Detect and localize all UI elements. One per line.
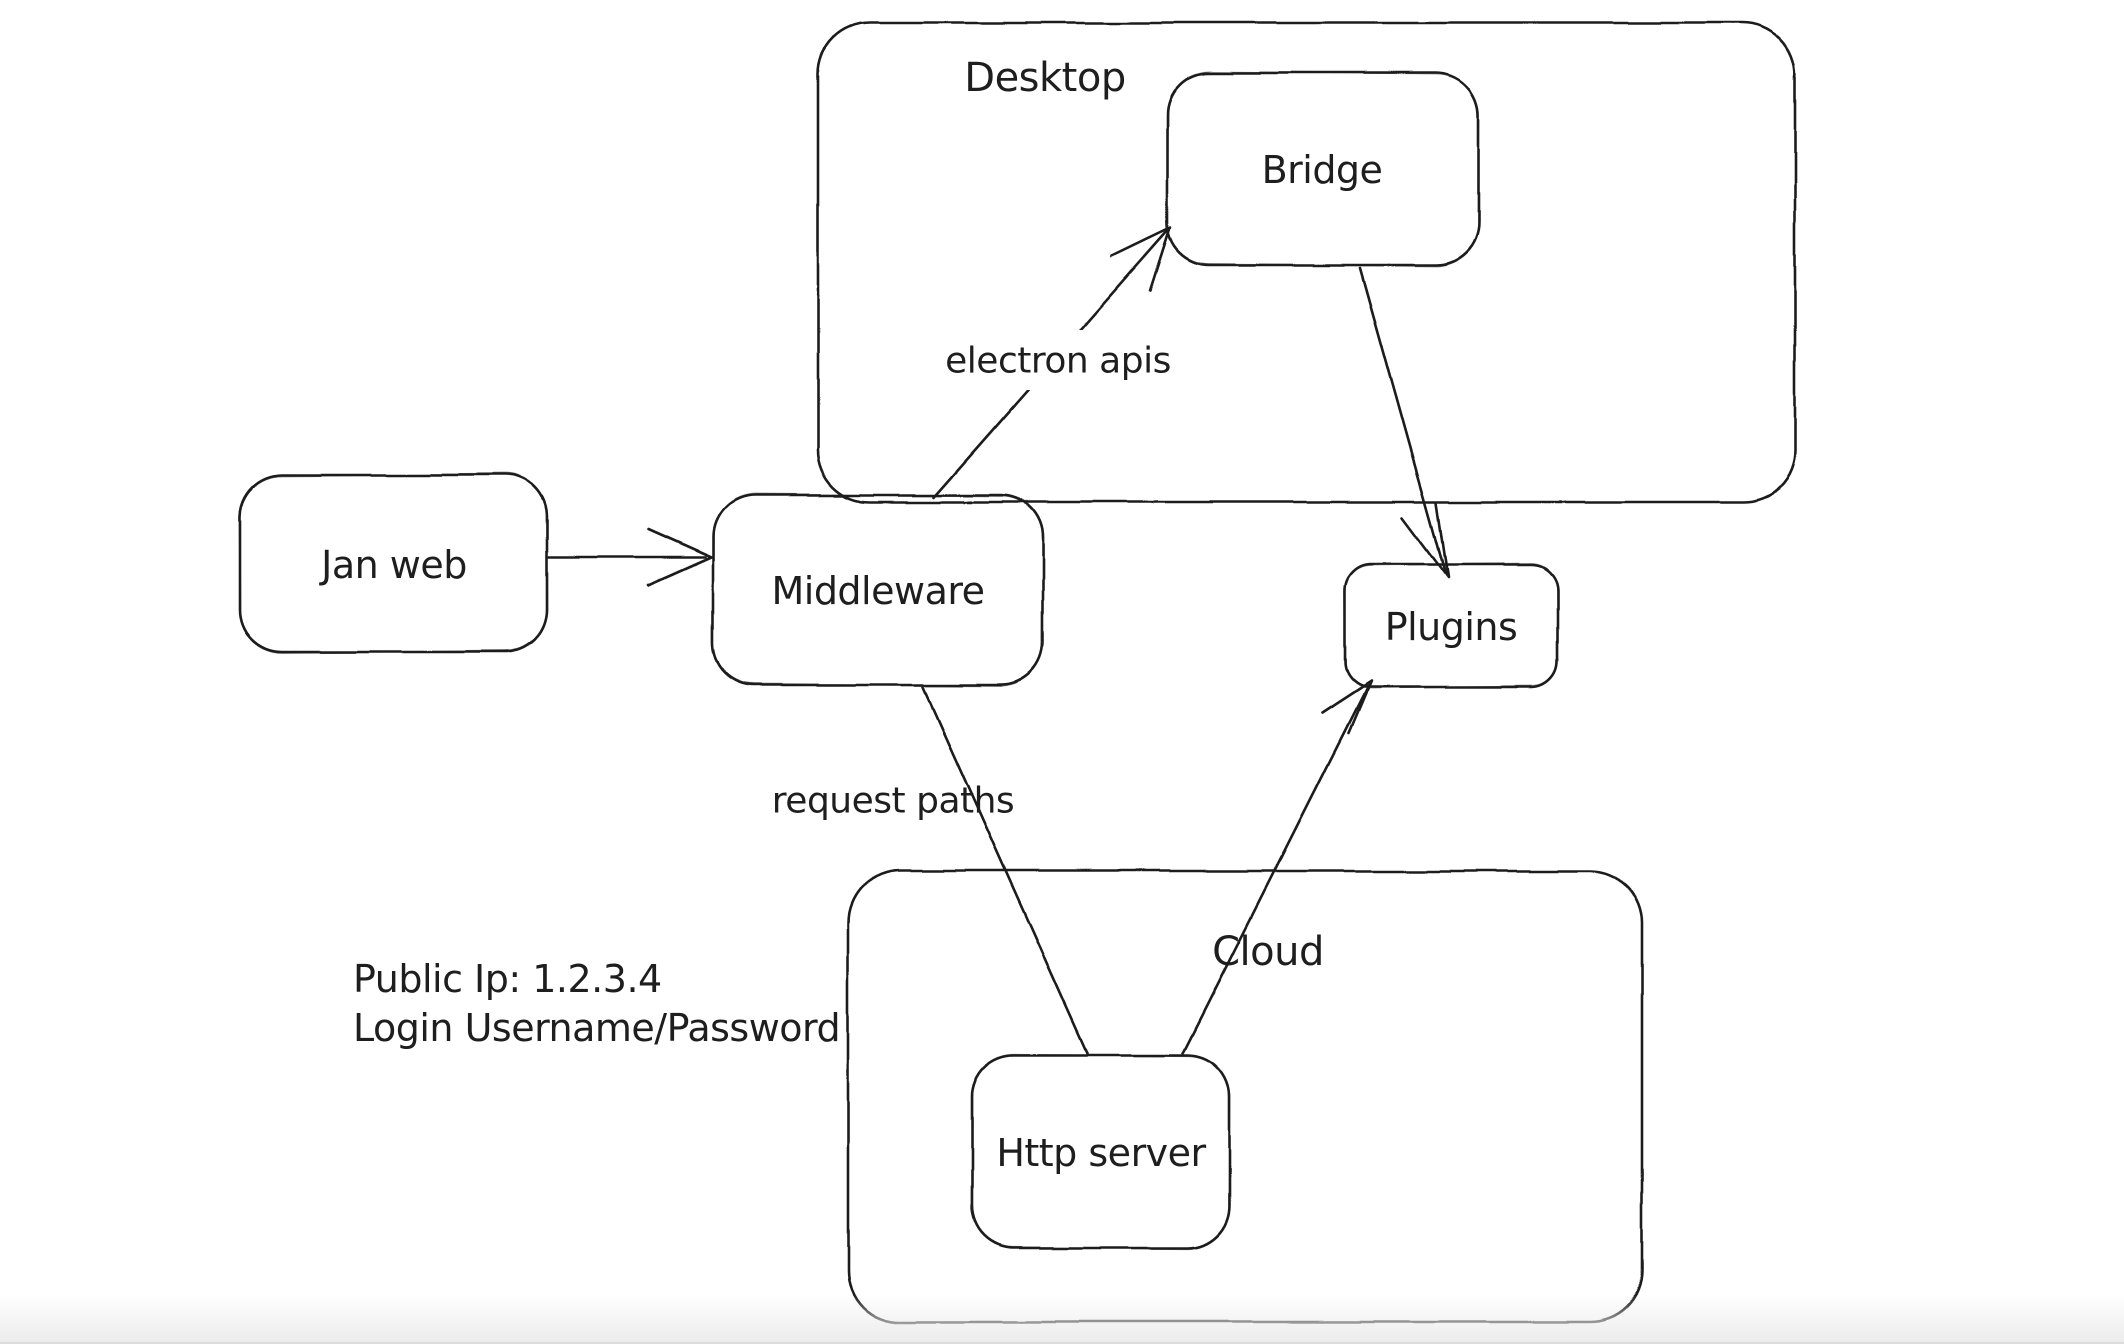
http-server-box-echo xyxy=(970,1053,1232,1250)
line-middleware-to-http-server[interactable] xyxy=(921,685,1089,1055)
node-plugins[interactable] xyxy=(1343,563,1559,689)
arrow-bridge-to-plugins[interactable] xyxy=(1358,266,1450,580)
node-middleware[interactable] xyxy=(711,493,1045,687)
desktop-label[interactable]: Desktop xyxy=(964,55,1126,101)
arrow-shaft xyxy=(1358,266,1447,574)
public-ip-note[interactable]: Public Ip: 1.2.3.4 xyxy=(353,957,662,1001)
node-http-server[interactable] xyxy=(970,1053,1232,1250)
middleware-box-echo xyxy=(711,493,1045,687)
arrow-jan-web-to-middleware[interactable] xyxy=(546,527,713,587)
container-desktop[interactable] xyxy=(816,21,1797,504)
cloud-label[interactable]: Cloud xyxy=(1212,929,1324,975)
bridge-box-echo xyxy=(1165,71,1480,267)
arrow-shaft xyxy=(1181,684,1370,1055)
bridge-label[interactable]: Bridge xyxy=(1262,148,1383,192)
middleware-label[interactable]: Middleware xyxy=(771,569,985,613)
plugins-box-echo xyxy=(1343,563,1559,689)
login-credentials-note[interactable]: Login Username/Password xyxy=(353,1006,841,1050)
electron-apis-label-bg xyxy=(922,330,1200,390)
plugins-label[interactable]: Plugins xyxy=(1385,605,1518,649)
arrowhead xyxy=(1320,679,1373,735)
arrow-shaft xyxy=(921,685,1089,1055)
arrowhead xyxy=(1110,226,1172,293)
electron-apis-edge-label[interactable]: electron apis xyxy=(945,341,1171,382)
arrowhead xyxy=(1401,501,1450,580)
jan-web-label[interactable]: Jan web xyxy=(319,543,467,587)
node-bridge[interactable] xyxy=(1165,71,1480,267)
arrow-http-server-to-plugins[interactable] xyxy=(1181,679,1373,1055)
desktop-container-outline xyxy=(816,21,1797,504)
arrowhead xyxy=(646,527,713,587)
request-paths-edge-label[interactable]: request paths xyxy=(772,781,1015,822)
http-server-label[interactable]: Http server xyxy=(996,1131,1207,1175)
jan-web-box-echo xyxy=(238,473,549,654)
node-jan-web[interactable] xyxy=(238,473,549,654)
